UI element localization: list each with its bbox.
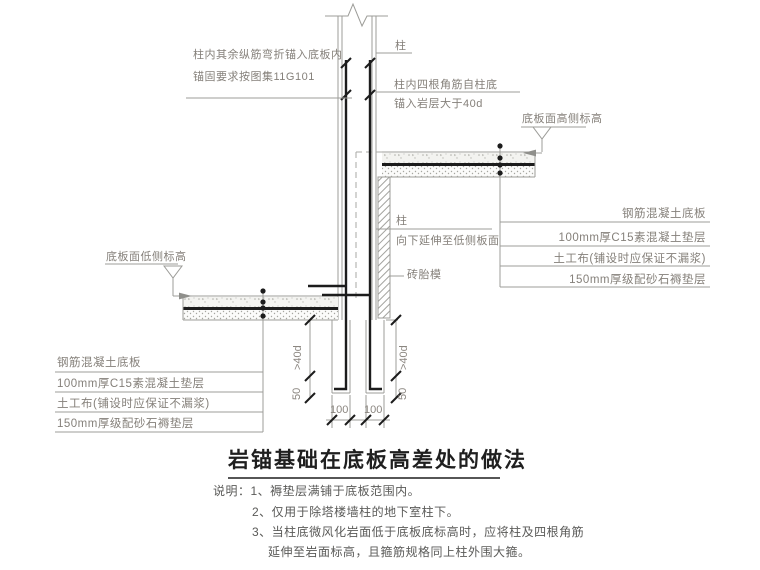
dim-anchor-right: >40d (398, 345, 410, 370)
left-layer-blinding: 100mm厚C15素混凝土垫层 (57, 378, 205, 390)
label-column-top: 柱 (395, 40, 407, 52)
label-low-side-level: 底板面低侧标高 (106, 251, 187, 263)
dim-hundred-right: 100 (364, 404, 383, 416)
dim-fifty-right: 50 (397, 387, 409, 400)
break-line (325, 2, 388, 28)
brick-mold-hatch (377, 176, 391, 319)
right-layer-cushion: 150mm厚级配砂石褥垫层 (569, 274, 706, 286)
dimension-right (386, 314, 402, 404)
dimension-left (304, 314, 330, 404)
level-symbol-high (523, 126, 552, 157)
right-layer-geotextile: 土工布(铺设时应保证不漏浆) (553, 253, 706, 265)
dimension-bottom (326, 395, 390, 428)
drawing-title: 岩锚基础在底板高差处的做法 (228, 449, 527, 472)
label-column-mid-sub: 向下延伸至低侧板面 (396, 235, 500, 247)
note-other-bars-line2: 锚固要求按图集11G101 (193, 71, 315, 83)
right-slab (382, 151, 536, 178)
left-layer-slab: 钢筋混凝土底板 (57, 357, 141, 369)
dim-anchor-left: >40d (292, 345, 304, 370)
label-corner-bars-line2: 锚入岩层大于40d (394, 98, 483, 110)
left-layer-cushion: 150mm厚级配砂石褥垫层 (57, 418, 194, 430)
rebar-lines (308, 60, 382, 391)
right-layer-slab: 钢筋混凝土底板 (622, 208, 706, 220)
label-brick-mold: 砖胎模 (407, 269, 442, 281)
label-high-side-level: 底板面高侧标高 (522, 113, 603, 125)
note-line-4: 延伸至岩面标高，且箍筋规格同上柱外围大箍。 (268, 545, 531, 559)
leader-lines (55, 52, 710, 433)
left-layer-geotextile: 土工布(铺设时应保证不漏浆) (57, 398, 210, 410)
note-line-1: 说明：1、褥垫层满铺于底板范围内。 (213, 484, 421, 498)
note-line-3: 3、当柱底微风化岩面低于底板底标高时，应将柱及四根角筋 (252, 525, 585, 539)
label-corner-bars-line1: 柱内四根角筋自柱底 (394, 79, 498, 91)
note-other-bars-line1: 柱内其余纵筋弯折锚入底板内 (193, 49, 343, 61)
label-column-mid: 柱 (396, 215, 408, 227)
rock-sockets (331, 320, 385, 394)
layer-dots (260, 143, 503, 319)
dim-hundred-left: 100 (330, 404, 349, 416)
note-line-2: 2、仅用于除塔楼墙柱的地下室柱下。 (252, 505, 460, 519)
level-symbol-low (163, 265, 192, 300)
dim-fifty-left: 50 (291, 387, 303, 400)
right-layer-blinding: 100mm厚C15素混凝土垫层 (558, 232, 706, 244)
